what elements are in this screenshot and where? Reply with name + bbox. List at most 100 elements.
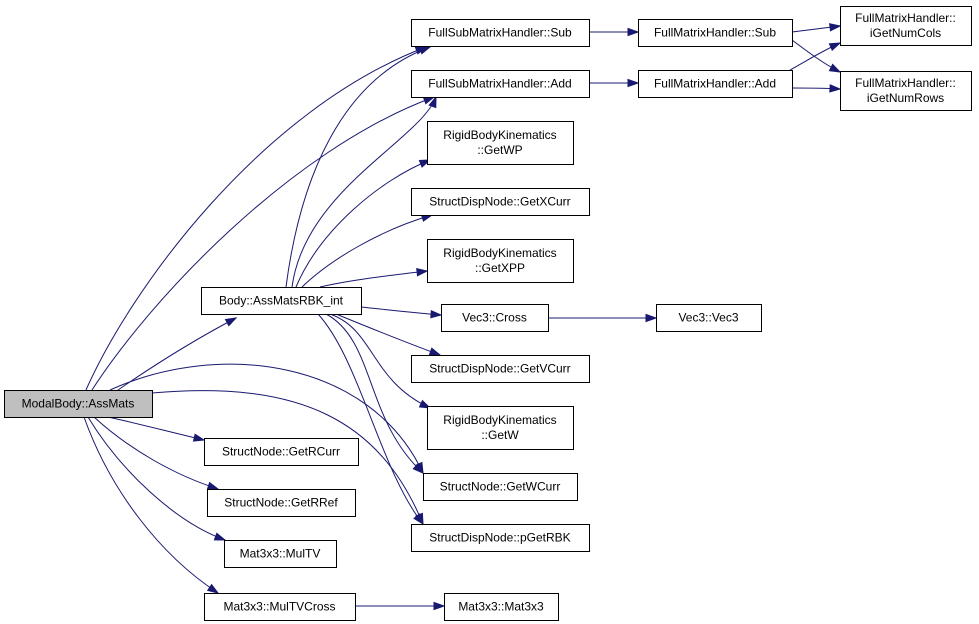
node-label: ::GetW (481, 428, 519, 442)
node-box (411, 70, 590, 98)
arrowhead (829, 84, 842, 93)
node-label: Vec3::Vec3 (678, 311, 738, 325)
node-box (444, 593, 559, 621)
edge-fsmh-sub-to-fmh-sub (589, 27, 640, 37)
arrowhead (418, 46, 432, 55)
arrowhead (416, 268, 429, 277)
node-sn-getrref[interactable]: StructNode::GetRRef (207, 489, 356, 517)
edge-fsmh-add-to-fmh-add (589, 78, 640, 88)
node-mat3x3-multvcross[interactable]: Mat3x3::MulTVCross (204, 593, 356, 621)
node-box (427, 406, 574, 450)
node-box (656, 304, 762, 332)
arrowhead (206, 481, 220, 490)
node-box (204, 593, 356, 621)
node-sn-getwcurr[interactable]: StructNode::GetWCurr (423, 473, 578, 501)
node-mat3x3-multv[interactable]: Mat3x3::MulTV (224, 540, 337, 568)
edge-modalbody-assmats-to-fsmh-add (91, 96, 436, 391)
node-label: Vec3::Cross (462, 311, 527, 325)
arrowhead (433, 601, 446, 611)
edge-body-assmatsrbk-to-rbk-getxpp (319, 268, 429, 288)
node-fmh-numcols[interactable]: FullMatrixHandler::iGetNumCols (840, 6, 972, 46)
node-box (411, 188, 590, 216)
node-box (411, 19, 590, 47)
node-label: FullMatrixHandler::Sub (654, 26, 776, 40)
node-rbk-getw[interactable]: RigidBodyKinematics::GetW (427, 406, 574, 450)
arrowhead (828, 63, 842, 73)
node-box (840, 6, 972, 46)
node-box (4, 390, 153, 418)
node-sdn-getvcurr[interactable]: StructDispNode::GetVCurr (411, 355, 590, 383)
node-label: FullMatrixHandler::Add (654, 77, 776, 91)
edge-body-assmatsrbk-to-sn-getwcurr (325, 313, 425, 475)
node-label: Body::AssMatsRBK_int (219, 294, 344, 308)
node-label: FullMatrixHandler:: (855, 11, 956, 25)
edge-body-assmatsrbk-to-sdn-getxcurr (301, 213, 434, 288)
node-fmh-add[interactable]: FullMatrixHandler::Add (638, 70, 793, 98)
arrowhead (192, 433, 206, 442)
arrowhead (413, 513, 424, 526)
node-fmh-sub[interactable]: FullMatrixHandler::Sub (638, 19, 793, 47)
arrowhead (829, 23, 842, 32)
node-label: StructNode::GetRCurr (222, 445, 340, 459)
node-label: iGetNumCols (870, 26, 941, 40)
arrowhead (428, 95, 437, 109)
node-label: StructNode::GetWCurr (440, 480, 561, 494)
node-box (638, 70, 793, 98)
node-fsmh-sub[interactable]: FullSubMatrixHandler::Sub (411, 19, 590, 47)
node-label: RigidBodyKinematics (443, 128, 556, 142)
node-label: Mat3x3::Mat3x3 (458, 600, 544, 614)
call-nodes: ModalBody::AssMats Body::AssMatsRBK_int Fu… (4, 6, 972, 621)
edge-fmh-add-to-fmh-numcols (789, 42, 842, 71)
edge-modalbody-assmats-to-body-assmatsrbk (117, 317, 238, 391)
node-box (423, 473, 578, 501)
node-label: StructNode::GetRRef (224, 496, 338, 510)
node-vec3-vec3[interactable]: Vec3::Vec3 (656, 304, 762, 332)
edge-modalbody-assmats-to-mat3x3-multvcross (83, 416, 220, 594)
node-rbk-getxpp[interactable]: RigidBodyKinematics::GetXPP (427, 239, 574, 283)
arrowhead (627, 78, 640, 88)
node-label: ModalBody::AssMats (22, 397, 135, 411)
node-label: StructDispNode::GetXCurr (429, 195, 570, 209)
node-label: RigidBodyKinematics (443, 413, 556, 427)
node-sdn-pgetrbk[interactable]: StructDispNode::pGetRBK (411, 524, 590, 552)
node-fmh-numrows[interactable]: FullMatrixHandler::iGetNumRows (840, 71, 972, 111)
node-label: ::GetWP (477, 143, 522, 157)
node-rbk-getwp[interactable]: RigidBodyKinematics::GetWP (427, 121, 574, 165)
edge-body-assmatsrbk-to-fsmh-sub (285, 46, 432, 288)
node-label: ::GetXPP (475, 261, 525, 275)
node-vec3-cross[interactable]: Vec3::Cross (441, 304, 549, 332)
call-edges (83, 23, 842, 611)
edge-body-assmatsrbk-to-rbk-getwp (295, 159, 432, 288)
edge-vec3-cross-to-vec3-vec3 (548, 313, 658, 323)
edge-body-assmatsrbk-to-sdn-pgetrbk (317, 313, 424, 526)
node-sdn-getxcurr[interactable]: StructDispNode::GetXCurr (411, 188, 590, 216)
edge-body-assmatsrbk-to-sdn-getvcurr (335, 313, 442, 356)
edge-fmh-add-to-fmh-numrows (791, 84, 842, 93)
edge-modalbody-assmats-to-fsmh-sub (85, 46, 428, 391)
edge-body-assmatsrbk-to-vec3-cross (360, 306, 443, 319)
node-mat3x3-mat3x3[interactable]: Mat3x3::Mat3x3 (444, 593, 559, 621)
edge-fmh-sub-to-fmh-numcols (791, 23, 842, 33)
node-box (840, 71, 972, 111)
node-box (411, 355, 590, 383)
arrowhead (430, 309, 443, 319)
node-box (224, 540, 337, 568)
node-body-assmatsrbk[interactable]: Body::AssMatsRBK_int (201, 287, 362, 315)
node-sn-getrcurr[interactable]: StructNode::GetRCurr (204, 438, 359, 466)
node-label: Mat3x3::MulTVCross (223, 600, 335, 614)
node-label: iGetNumRows (867, 91, 944, 105)
node-box (411, 524, 590, 552)
arrowhead (213, 532, 227, 541)
arrowhead (224, 317, 238, 327)
edge-modalbody-assmats-to-sn-getrref (93, 416, 220, 490)
node-box (201, 287, 362, 315)
arrowhead (412, 462, 425, 475)
arrowhead (828, 42, 842, 52)
node-fsmh-add[interactable]: FullSubMatrixHandler::Add (411, 70, 590, 98)
node-modalbody-assmats[interactable]: ModalBody::AssMats (4, 390, 153, 418)
node-label: StructDispNode::GetVCurr (429, 362, 570, 376)
edge-body-assmatsrbk-to-fsmh-add (291, 95, 437, 288)
edge-fmh-sub-to-fmh-numrows (791, 39, 842, 73)
node-box (207, 489, 356, 517)
